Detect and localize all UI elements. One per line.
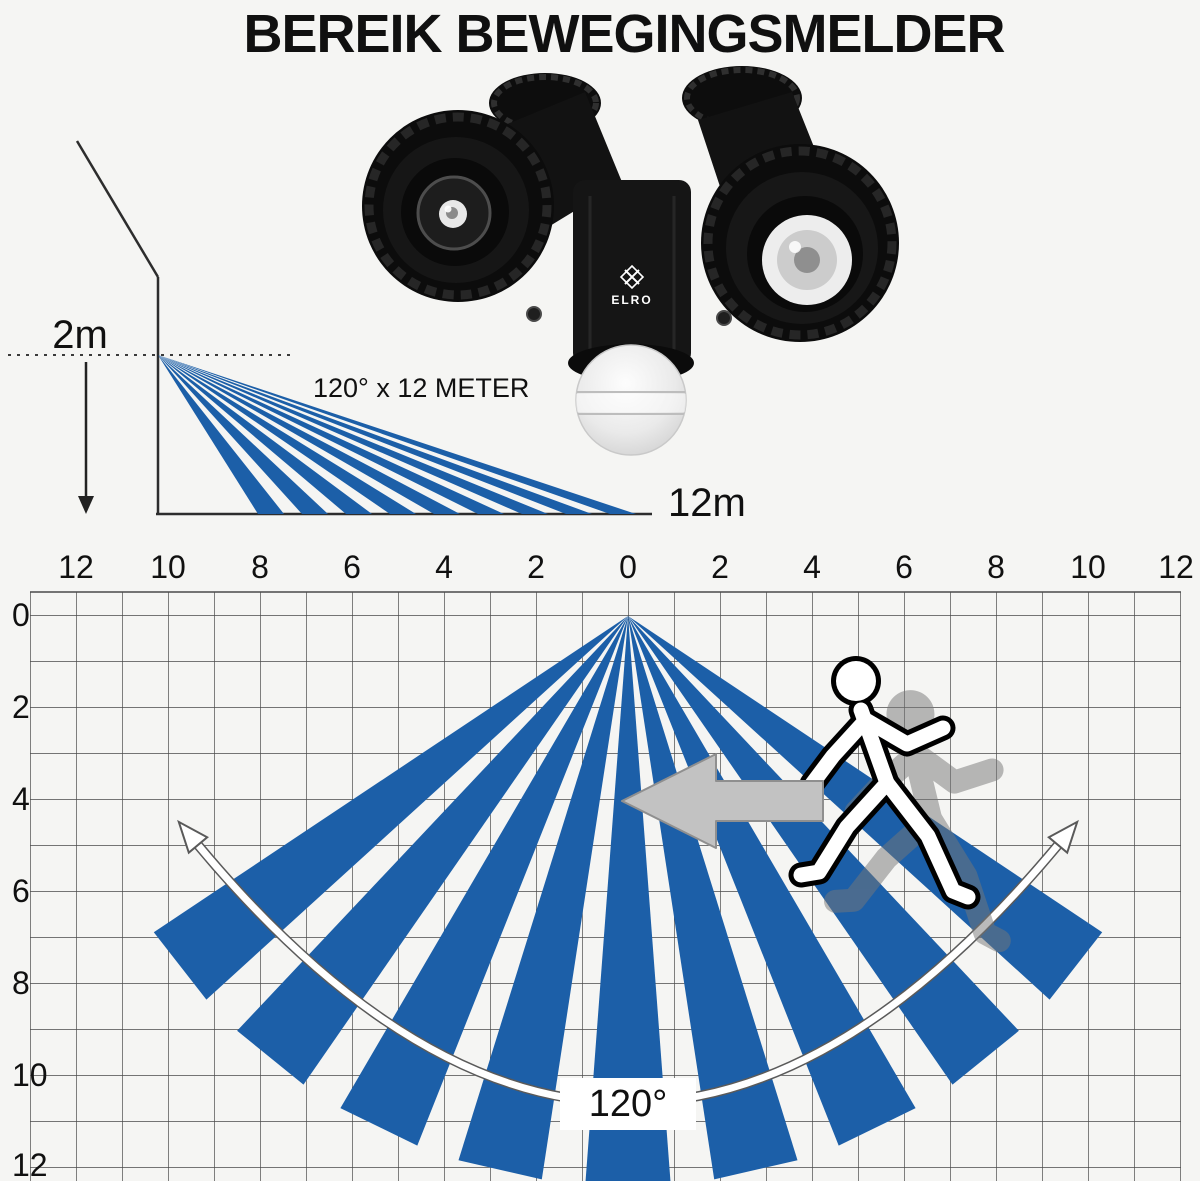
page-title: BEREIK BEWEGINGSMELDER — [243, 4, 1004, 64]
x-axis-labels: 12 10 8 6 4 2 0 2 4 6 8 10 12 — [58, 549, 1194, 585]
right-screw — [716, 310, 732, 326]
x-axis-label: 4 — [435, 549, 453, 585]
x-axis-label: 0 — [619, 549, 637, 585]
beam-wedge — [340, 616, 628, 1146]
x-axis-label: 10 — [150, 549, 186, 585]
top-view-diagram: 12 10 8 6 4 2 0 2 4 6 8 10 12 0 2 4 6 8 … — [12, 549, 1194, 1181]
x-axis-label: 6 — [895, 549, 913, 585]
x-axis-label: 12 — [1158, 549, 1194, 585]
beam-wedge — [158, 355, 592, 514]
pir-dome — [575, 344, 687, 456]
beam-wedge — [153, 616, 629, 1000]
down-arrowhead-icon — [78, 496, 94, 514]
brand-text: ELRO — [611, 293, 652, 307]
beam-wedge — [158, 355, 372, 514]
y-axis-label: 6 — [12, 873, 30, 909]
left-lamp-head — [362, 110, 554, 302]
x-axis-label: 4 — [803, 549, 821, 585]
runner-head — [836, 661, 876, 701]
sweep-arrowhead-left-icon — [177, 819, 209, 855]
beam-wedge — [158, 355, 328, 514]
product-image: ELRO — [362, 66, 899, 456]
y-axis-labels: 0 2 4 6 8 10 12 — [12, 597, 48, 1181]
beam-wedge — [458, 616, 628, 1180]
beam-wedge — [237, 616, 628, 1085]
left-screw — [526, 306, 542, 322]
y-axis-label: 0 — [12, 597, 30, 633]
beam-wedge — [628, 616, 916, 1146]
y-axis-label: 4 — [12, 781, 30, 817]
brand-logo-x-icon — [624, 269, 640, 285]
right-lamp-head — [701, 144, 899, 342]
brand-logo: ELRO — [611, 264, 652, 307]
beam-fan-side — [158, 355, 636, 514]
beam-wedge — [158, 355, 504, 514]
angle-label-box: 120° — [560, 1078, 696, 1130]
left-head-ribs — [364, 112, 552, 300]
x-axis-label: 10 — [1070, 549, 1106, 585]
beam-wedge — [585, 616, 671, 1181]
angle-label: 120° — [589, 1083, 668, 1125]
coverage-label: 120° x 12 METER — [313, 373, 529, 403]
brand-logo-icon — [619, 264, 645, 290]
x-axis-label: 2 — [711, 549, 729, 585]
x-axis-label: 6 — [343, 549, 361, 585]
sensor-dome — [568, 344, 694, 456]
sweep-arrowhead-right-icon — [1047, 819, 1079, 855]
beam-wedge — [158, 355, 284, 514]
side-view-diagram: 2m 120° x 12 METER 12m — [8, 140, 746, 525]
height-label: 2m — [52, 313, 108, 357]
y-axis-label: 2 — [12, 689, 30, 725]
height-measure-arrow — [78, 362, 94, 514]
direction-arrow-icon — [621, 753, 824, 849]
y-axis-label: 8 — [12, 965, 30, 1001]
runner-icon — [788, 656, 981, 910]
beam-wedge — [158, 355, 416, 514]
beam-wedge — [158, 355, 636, 514]
x-axis-label: 12 — [58, 549, 94, 585]
roof-line — [75, 140, 160, 278]
x-axis-label: 2 — [527, 549, 545, 585]
y-axis-label: 10 — [12, 1057, 48, 1093]
right-head-ribs — [703, 146, 897, 340]
distance-label: 12m — [668, 481, 746, 525]
x-axis-label: 8 — [987, 549, 1005, 585]
beam-wedge — [628, 616, 798, 1180]
sensor-body — [573, 180, 691, 365]
x-axis-label: 8 — [251, 549, 269, 585]
y-axis-label: 12 — [12, 1147, 48, 1181]
beam-wedge — [158, 355, 460, 514]
beam-wedge — [158, 355, 548, 514]
